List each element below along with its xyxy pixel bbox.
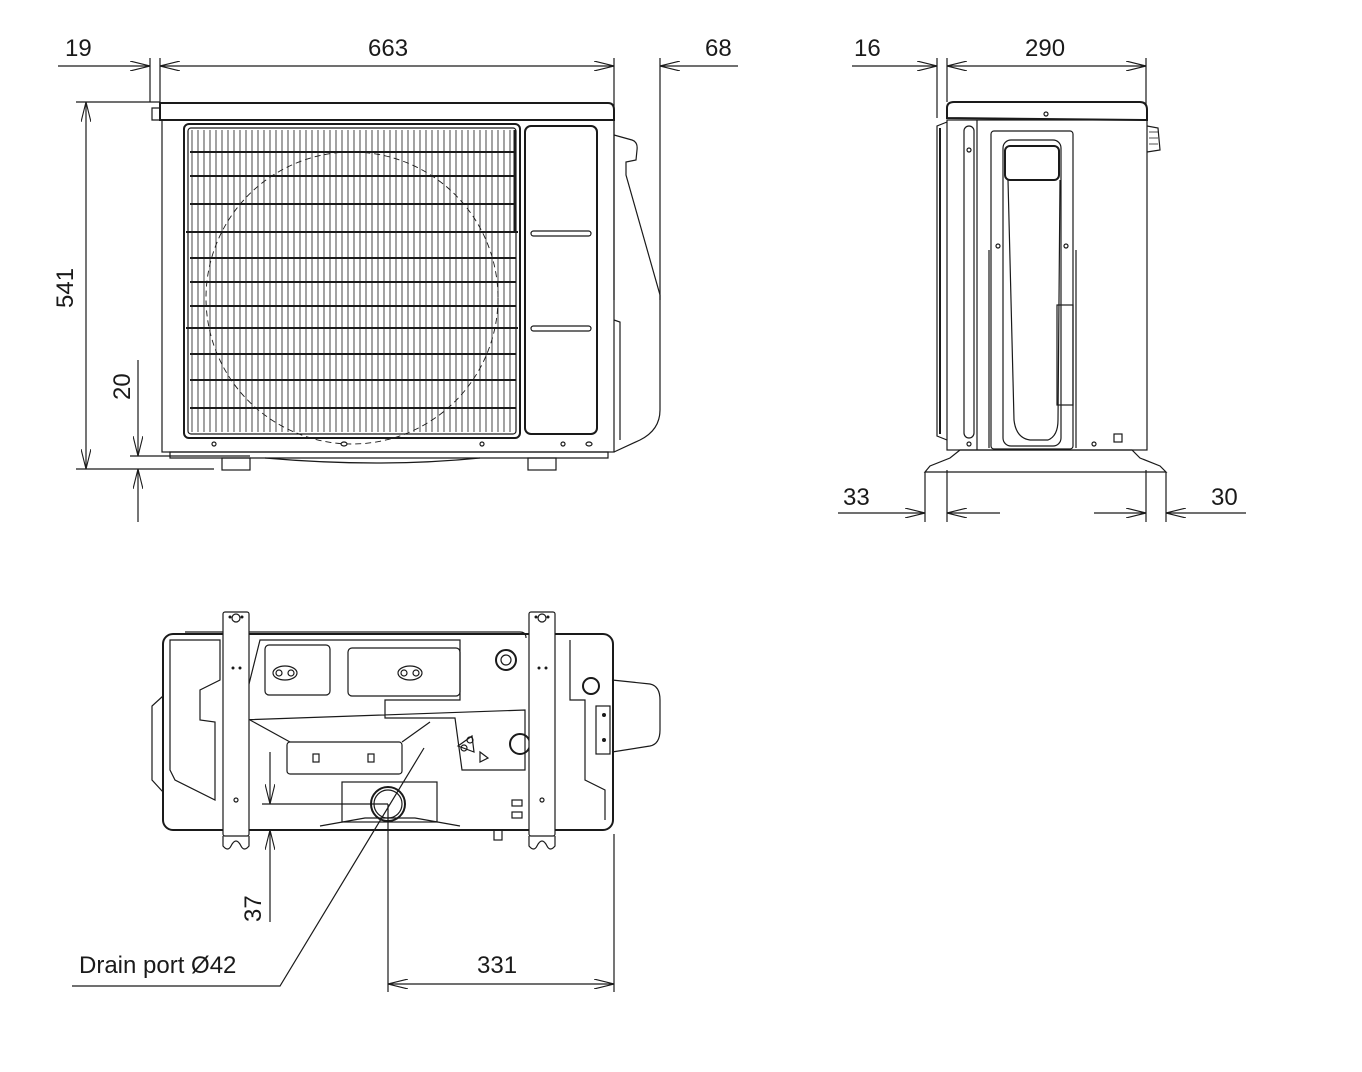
dim-side-depth: 290 (1025, 35, 1066, 62)
mounting-rail-left (222, 611, 250, 850)
drain-port-callout: Drain port Ø42 (79, 952, 237, 979)
dim-front-height: 541 (52, 267, 79, 308)
service-panel (524, 125, 598, 435)
front-screws (211, 441, 593, 447)
dim-side-base-left: 33 (843, 484, 870, 511)
mounting-rail-right (528, 611, 556, 850)
dim-drain-offset-y: 37 (240, 895, 267, 922)
fan-grille (183, 123, 521, 445)
dim-front-left-offset: 19 (65, 35, 92, 62)
front-casing (151, 102, 661, 471)
dim-front-right-offset: 68 (705, 35, 732, 62)
side-view (838, 58, 1246, 522)
dim-front-width: 663 (368, 35, 409, 62)
dim-drain-offset-x: 331 (477, 952, 518, 979)
front-view (58, 58, 738, 522)
dim-side-left-offset: 16 (854, 35, 881, 62)
side-casing (923, 101, 1168, 473)
bottom-view (72, 611, 661, 992)
side-dimension-lines (838, 58, 1246, 522)
bottom-dimension-lines (72, 747, 615, 992)
dim-side-base-right: 30 (1211, 484, 1238, 511)
front-dimension-lines (58, 58, 738, 522)
dim-front-foot-height: 20 (109, 373, 136, 400)
